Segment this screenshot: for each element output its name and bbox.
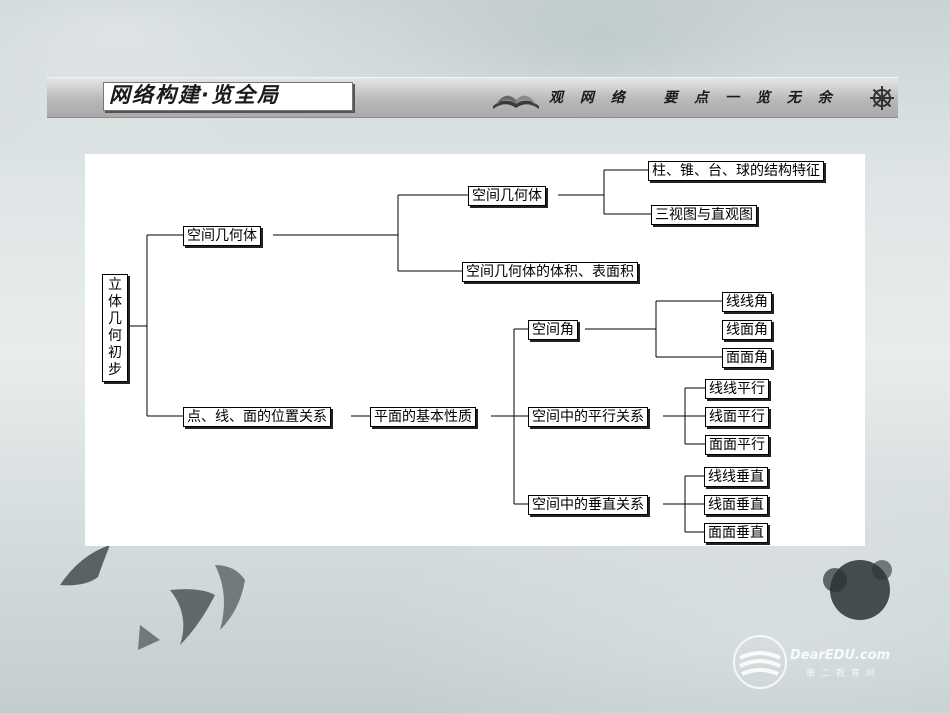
node-l2-volume-area: 空间几何体的体积、表面积 <box>462 262 638 282</box>
node-l3-parallel: 空间中的平行关系 <box>528 407 648 427</box>
node-l4-plane-plane-angle: 面面角 <box>722 348 772 368</box>
node-l1-position-relations: 点、线、面的位置关系 <box>183 407 331 427</box>
koi-fish-icon <box>60 525 245 650</box>
node-l4-plane-plane-perpendicular: 面面垂直 <box>704 523 768 543</box>
watermark-brand: DearEDU.com <box>790 648 891 663</box>
node-l3-three-views: 三视图与直观图 <box>651 205 757 225</box>
banner-subtitle: 观 网 络 要 点 一 览 无 余 <box>549 90 838 106</box>
node-l4-plane-plane-parallel: 面面平行 <box>705 435 769 455</box>
node-l4-line-line-angle: 线线角 <box>722 292 772 312</box>
dharma-wheel-icon <box>870 86 894 110</box>
node-l3-space-angle: 空间角 <box>528 320 578 340</box>
node-l4-line-line-parallel: 线线平行 <box>705 379 769 399</box>
watermark-subtitle: 第二教育网 <box>806 669 882 679</box>
node-root: 立体几何初步 <box>102 274 128 382</box>
header-banner: 网络构建·览全局 观 网 络 要 点 一 览 无 余 <box>47 77 898 118</box>
node-l2-plane-properties: 平面的基本性质 <box>370 407 476 427</box>
node-l4-line-plane-parallel: 线面平行 <box>705 407 769 427</box>
node-l4-line-plane-perpendicular: 线面垂直 <box>704 495 768 515</box>
banner-title: 网络构建·览全局 <box>109 83 280 107</box>
knowledge-map-panel: 立体几何初步 空间几何体 点、线、面的位置关系 空间几何体 空间几何体的体积、表… <box>85 154 865 546</box>
node-l3-structure: 柱、锥、台、球的结构特征 <box>648 161 824 181</box>
connector-lines <box>127 169 722 533</box>
open-book-icon <box>493 95 539 109</box>
node-l1-space-solids: 空间几何体 <box>183 226 261 246</box>
banner-title-frame <box>103 82 353 111</box>
deaedu-logo-icon <box>733 635 787 689</box>
node-l4-line-line-perpendicular: 线线垂直 <box>704 467 768 487</box>
node-l3-perpendicular: 空间中的垂直关系 <box>528 495 648 515</box>
ink-blot-decoration <box>823 560 892 620</box>
node-l4-line-plane-angle: 线面角 <box>722 320 772 340</box>
node-l2-space-solids: 空间几何体 <box>468 186 546 206</box>
